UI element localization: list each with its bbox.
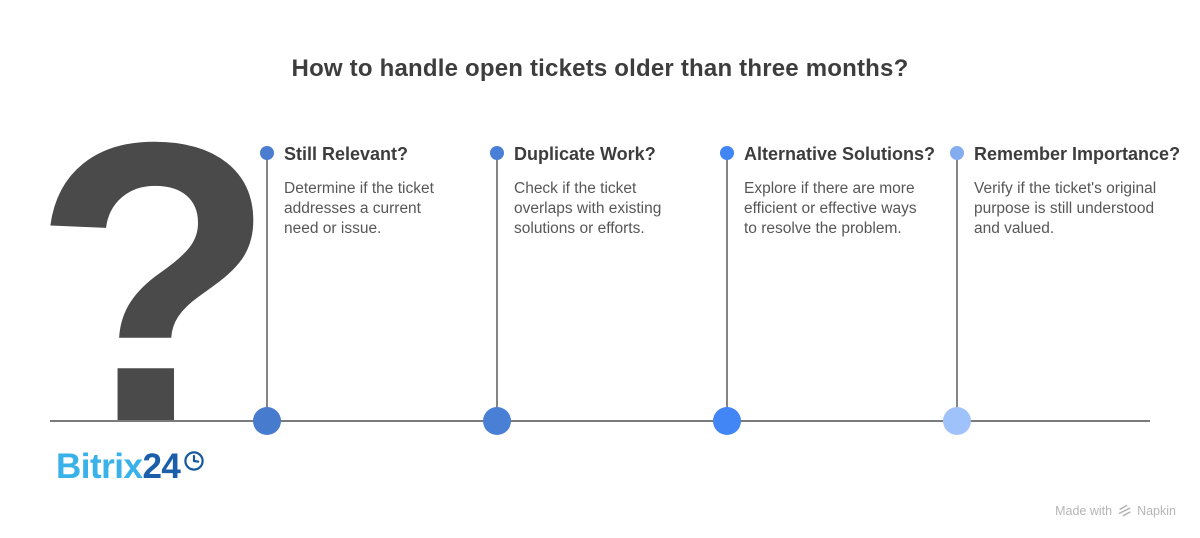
timeline-dot-3: [713, 407, 741, 435]
question-mark: ?: [32, 131, 270, 431]
bullet-dot-1: [260, 146, 274, 160]
timeline-line: [50, 420, 1150, 422]
column-description: Check if the ticket overlaps with existi…: [514, 180, 662, 237]
timeline-column-4: Remember Importance? Verify if the ticke…: [974, 141, 1184, 239]
credit-brand: Napkin: [1137, 503, 1176, 518]
timeline-column-1: Still Relevant? Determine if the ticket …: [284, 141, 494, 239]
column-description: Determine if the ticket addresses a curr…: [284, 180, 434, 237]
bullet-dot-3: [720, 146, 734, 160]
bitrix24-number: 24: [142, 447, 181, 486]
column-heading: Duplicate Work?: [514, 144, 656, 164]
svg-text:?: ?: [32, 131, 270, 431]
napkin-credit: Made with Napkin: [1055, 503, 1176, 518]
bullet-dot-2: [490, 146, 504, 160]
timeline-column-2: Duplicate Work? Check if the ticket over…: [514, 141, 724, 239]
column-description: Verify if the ticket's original purpose …: [974, 180, 1157, 237]
column-heading: Remember Importance?: [974, 144, 1181, 164]
column-heading: Still Relevant?: [284, 144, 409, 164]
page-title: How to handle open tickets older than th…: [291, 55, 909, 82]
bitrix-wordmark: Bitrix: [56, 447, 143, 486]
timeline-dot-2: [483, 407, 511, 435]
bullet-dot-4: [950, 146, 964, 160]
vertical-connector-4: [956, 159, 958, 421]
column-description: Explore if there are more efficient or e…: [744, 180, 917, 237]
timeline-dot-4: [943, 407, 971, 435]
bitrix24-logo: Bitrix 24: [56, 447, 205, 487]
credit-prefix: Made with: [1055, 503, 1113, 518]
timeline-column-3: Alternative Solutions? Explore if there …: [744, 141, 954, 239]
vertical-connector-2: [496, 159, 498, 421]
timeline-dot-1: [253, 407, 281, 435]
napkin-icon: [1118, 504, 1131, 517]
vertical-connector-3: [726, 159, 728, 421]
clock-icon: [184, 451, 205, 471]
vertical-connector-1: [266, 159, 268, 421]
column-heading: Alternative Solutions?: [744, 144, 936, 164]
